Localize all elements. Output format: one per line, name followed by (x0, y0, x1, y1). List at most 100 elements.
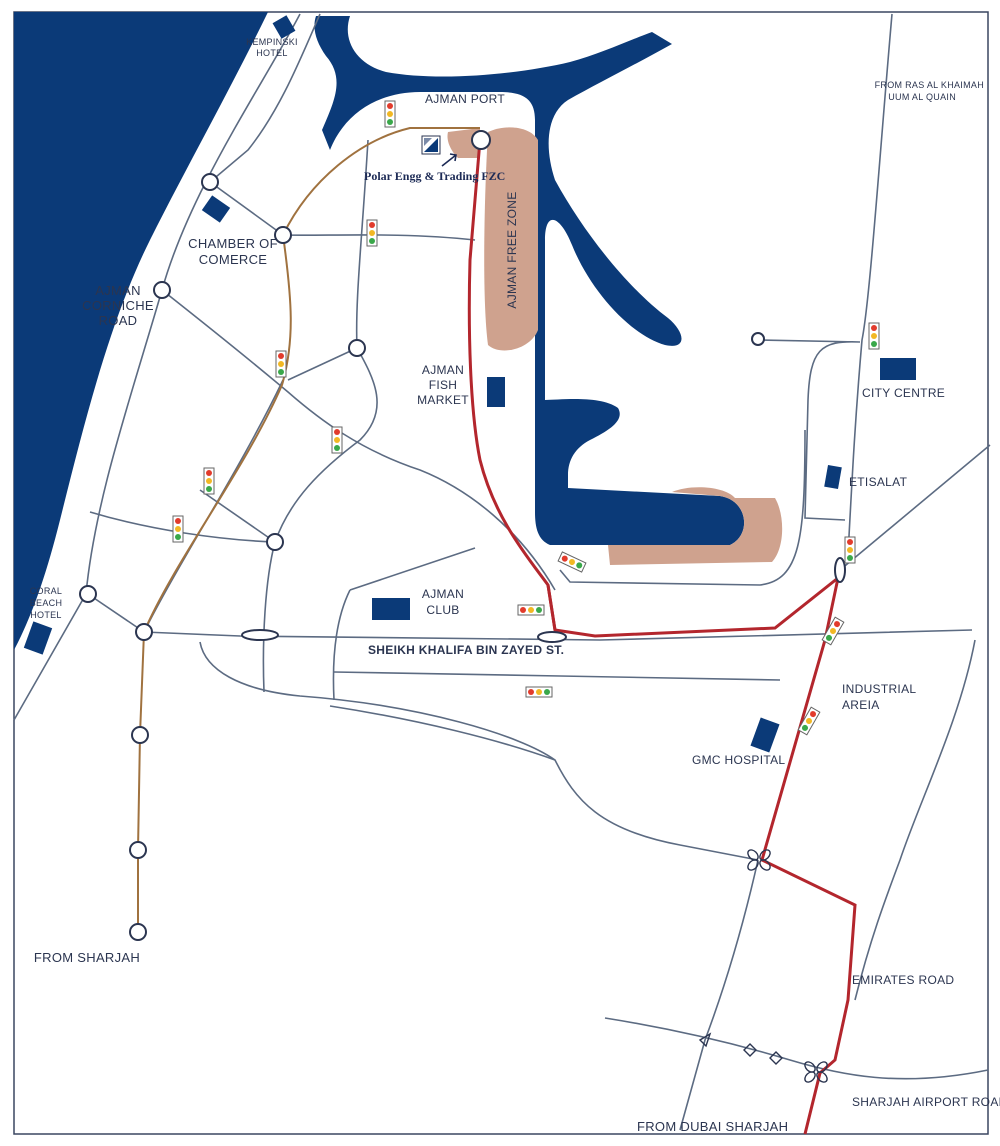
corniche-label-line2: CORNICHE (82, 298, 154, 313)
corniche-label-line1: AJMAN (95, 283, 141, 298)
road-ne-diagonal (839, 444, 991, 571)
traffic-light-icon (525, 686, 553, 698)
from-rak-label-line2: UUM AL QUAIN (888, 92, 956, 102)
coral-beach-label-line3: HOTEL (30, 610, 62, 620)
roundabout-icon (129, 841, 147, 859)
road-ras-al-khaimah (847, 13, 893, 556)
corniche-label-line3: ROAD (99, 313, 138, 328)
port-dock-area (447, 128, 480, 158)
traffic-light-icon (557, 551, 587, 573)
road-from-sharjah-west (143, 379, 284, 633)
sheikh-khalifa-street (143, 629, 973, 641)
traffic-light-icon (331, 426, 343, 454)
emirates-road-label: EMIRATES ROAD (852, 973, 954, 987)
city-centre-building (880, 358, 916, 380)
water-bodies (14, 12, 745, 650)
coastal-inner-road (209, 13, 321, 183)
ajman-club-label-line1: AJMAN (422, 587, 464, 601)
roads (13, 13, 991, 1131)
road-275-west (199, 489, 276, 543)
roundabouts (79, 130, 846, 941)
sea (14, 12, 268, 650)
road-88-144 (87, 593, 145, 633)
chamber-label-line1: CHAMBER OF (188, 236, 278, 251)
roundabout-icon (153, 281, 171, 299)
ajman-free-zone-area (484, 127, 538, 351)
cloverleaf-interchange-icon (804, 1061, 828, 1083)
roundabout-icon (537, 631, 567, 643)
interchanges (698, 849, 828, 1083)
roundabout-icon (471, 130, 491, 150)
roundabout-icon (129, 923, 147, 941)
roundabout-icon (274, 226, 292, 244)
road-210-283 (209, 181, 284, 236)
roundabout-icon (266, 533, 284, 551)
road-south-link (329, 705, 556, 761)
traffic-light-icon (517, 604, 545, 616)
fish-market-label-line1: AJMAN (422, 363, 464, 377)
road-162-290 (161, 289, 556, 591)
industrial-label-line2: AREIA (842, 698, 880, 712)
gmc-hospital-label: GMC HOSPITAL (692, 753, 785, 767)
fish-market-building (487, 377, 505, 407)
road-275-south (262, 541, 276, 693)
chamber-label-line2: COMERCE (199, 252, 268, 267)
ajman-club-label-line2: CLUB (426, 603, 459, 617)
pointer-arrow-icon (441, 153, 457, 167)
kempinski-label-line1: KEMPINSKI (246, 37, 298, 47)
roundabout-icon (241, 629, 279, 641)
sheikh-khalifa-label: SHEIKH KHALIFA BIN ZAYED ST. (368, 643, 564, 657)
coral-beach-label-line2: BEACH (30, 598, 63, 608)
traffic-lights (172, 100, 880, 736)
company-logo-icon (421, 135, 441, 155)
free-zone-south-area (608, 487, 783, 565)
route-main-branch (546, 584, 557, 631)
company-name-label: Polar Engg & Trading FZC (364, 169, 505, 183)
traffic-light-icon (366, 219, 378, 247)
roundabout-icon (751, 332, 765, 346)
traffic-light-icon (797, 706, 821, 736)
sheikh-khalifa-service (199, 641, 759, 861)
kempinski-hotel-building (272, 15, 296, 39)
road-club-vertical (332, 589, 351, 701)
etisalat-label: ETISALAT (849, 475, 908, 489)
road-east-loop (559, 339, 861, 586)
industrial-label-line1: INDUSTRIAL (842, 682, 916, 696)
roundabout-icon (201, 173, 219, 191)
road-chamber-east (282, 234, 476, 241)
from-rak-label-line1: FROM RAS AL KHAIMAH (875, 80, 984, 90)
road-357-348 (287, 347, 358, 381)
roundabout-icon (79, 585, 97, 603)
sharjah-airport-road (604, 1017, 989, 1080)
roundabout-icon (131, 726, 149, 744)
roundabout-icon (834, 557, 846, 583)
cloverleaf-interchange-icon (747, 849, 771, 871)
free-zone-areas (447, 127, 783, 565)
traffic-light-icon (384, 100, 396, 128)
road-industrial-east (854, 639, 976, 1001)
road-357-south (274, 347, 378, 543)
interchange-icon (698, 1032, 783, 1065)
buildings (23, 15, 916, 753)
roundabout-icon (135, 623, 153, 641)
traffic-light-icon (275, 350, 287, 378)
road-club-north (349, 547, 476, 591)
road-357-north (355, 139, 369, 349)
gmc-hospital-building (750, 717, 780, 753)
traffic-light-icon (844, 536, 856, 564)
labels: KEMPINSKI HOTEL AJMAN PORT Polar Engg & … (30, 37, 1000, 1134)
traffic-light-icon (821, 616, 845, 646)
port-channel (314, 16, 745, 545)
fish-market-label-line2: FISH (429, 378, 458, 392)
ajman-club-building (372, 598, 410, 620)
road-88-275 (89, 511, 276, 543)
from-sharjah-label: FROM SHARJAH (34, 950, 140, 965)
route-main (467, 139, 857, 1135)
chamber-of-commerce-building (201, 195, 231, 223)
sharjah-airport-road-label: SHARJAH AIRPORT ROAD (852, 1095, 1000, 1109)
route-from-sharjah (137, 127, 480, 932)
ajman-port-label: AJMAN PORT (425, 92, 505, 106)
kempinski-label-line2: HOTEL (256, 48, 288, 58)
